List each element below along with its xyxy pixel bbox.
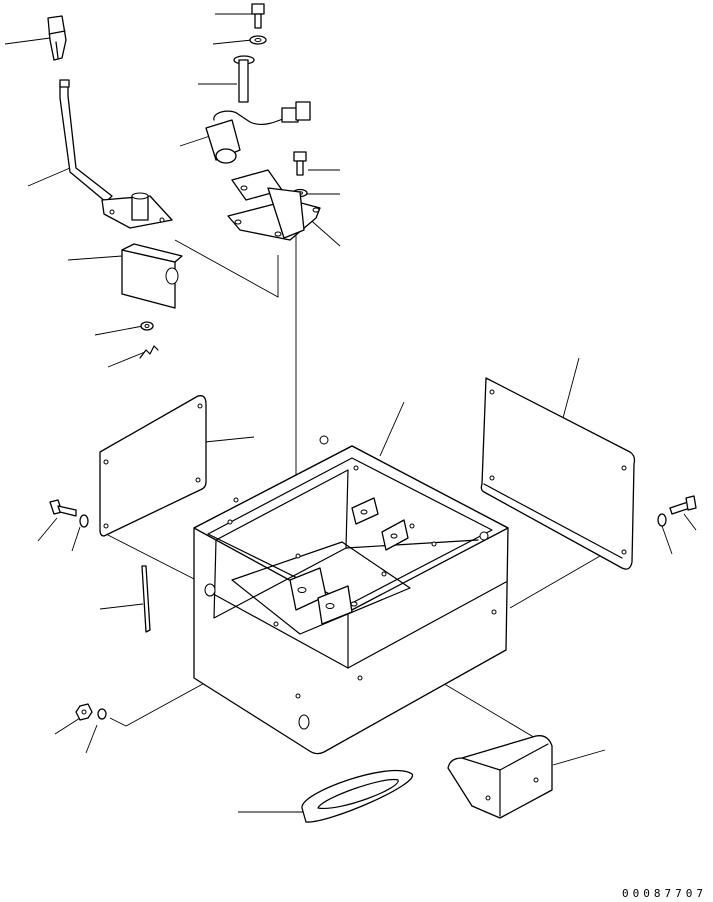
nut-part bbox=[75, 703, 93, 721]
washer-right-part bbox=[657, 513, 667, 527]
washer-left-part bbox=[79, 514, 89, 528]
bolt-right-part bbox=[669, 495, 697, 515]
pin-part bbox=[233, 55, 255, 103]
lever-rod-part bbox=[59, 79, 173, 229]
grommet-part bbox=[301, 769, 413, 823]
washer-small-part bbox=[140, 321, 154, 331]
stopper-block-part bbox=[121, 243, 183, 309]
figure-number: 00087707 bbox=[622, 887, 707, 900]
lever-knob-part bbox=[47, 15, 67, 61]
washer-bottom-left-part bbox=[97, 708, 107, 720]
bolt-left-part bbox=[49, 499, 77, 517]
right-cover-plate-part bbox=[480, 377, 636, 570]
left-cover-plate-part bbox=[99, 395, 207, 537]
main-box-part bbox=[193, 435, 509, 755]
switch-bracket-part bbox=[227, 169, 321, 241]
spring-pin-part bbox=[139, 345, 159, 359]
corner-guard-part bbox=[447, 735, 553, 819]
washer-top-part bbox=[249, 35, 267, 45]
bolt-small-part bbox=[293, 151, 307, 176]
bolt-top-part bbox=[251, 3, 265, 29]
gasket-strip-part bbox=[141, 565, 151, 633]
switch-harness-part bbox=[205, 101, 311, 164]
